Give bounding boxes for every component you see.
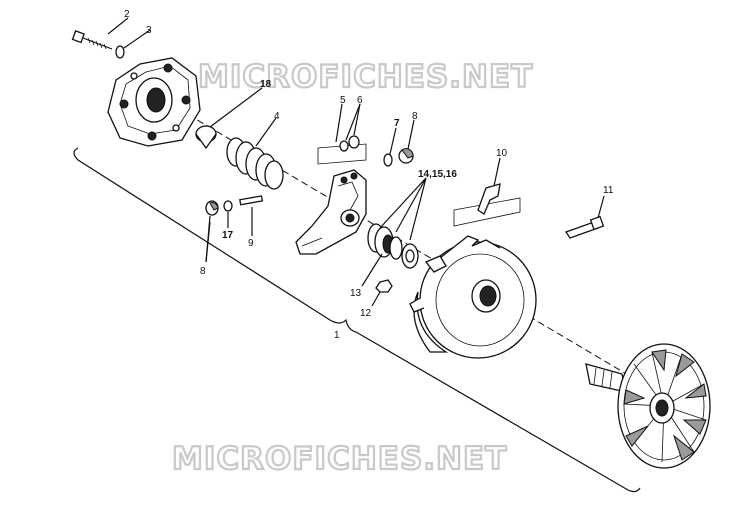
roller-part-8-right	[398, 119, 415, 164]
callout-7: 7	[394, 118, 400, 129]
callout-1: 1	[334, 330, 340, 341]
fixed-sheave	[585, 343, 711, 469]
leader-8-left	[205, 221, 211, 263]
callout-5: 5	[340, 95, 346, 106]
watermark-top: MICROFICHES.NET	[198, 59, 533, 95]
spring-part-4	[226, 117, 284, 190]
bolt-part-2	[71, 30, 113, 50]
nut-part-12	[371, 279, 393, 307]
callout-12: 12	[360, 308, 372, 319]
movable-sheave	[409, 235, 537, 359]
pin-part-9	[239, 195, 264, 236]
callout-13: 13	[350, 288, 362, 299]
bolt-part-11	[564, 195, 605, 239]
callout-3: 3	[146, 25, 152, 36]
callout-2: 2	[124, 9, 130, 20]
leader-2	[107, 17, 129, 35]
washer-part-3	[115, 45, 125, 59]
callout-10: 10	[496, 148, 508, 159]
leader-3	[123, 29, 151, 49]
roller-part-8-left	[205, 200, 219, 263]
callout-17: 17	[222, 230, 234, 241]
callout-18: 18	[260, 79, 272, 90]
spider-arm	[295, 169, 367, 255]
roller-parts-5-6	[317, 103, 367, 165]
slider-part-10	[453, 157, 521, 227]
washer-part-17	[223, 200, 233, 228]
callout-14-15-16: 14,15,16	[418, 169, 457, 180]
washer-part-7	[383, 127, 397, 167]
callout-8-right: 8	[412, 111, 418, 122]
callout-4: 4	[274, 111, 280, 122]
bearing-stack-parts-14-15-16	[361, 177, 427, 287]
callout-11: 11	[603, 185, 614, 196]
assembly-bracket	[73, 147, 641, 493]
callout-9: 9	[248, 238, 254, 249]
watermark-bottom: MICROFICHES.NET	[172, 441, 507, 477]
callout-8-left: 8	[200, 266, 206, 277]
callout-6: 6	[357, 95, 363, 106]
bushing-part-18	[195, 87, 263, 150]
cover-plate	[107, 57, 201, 147]
